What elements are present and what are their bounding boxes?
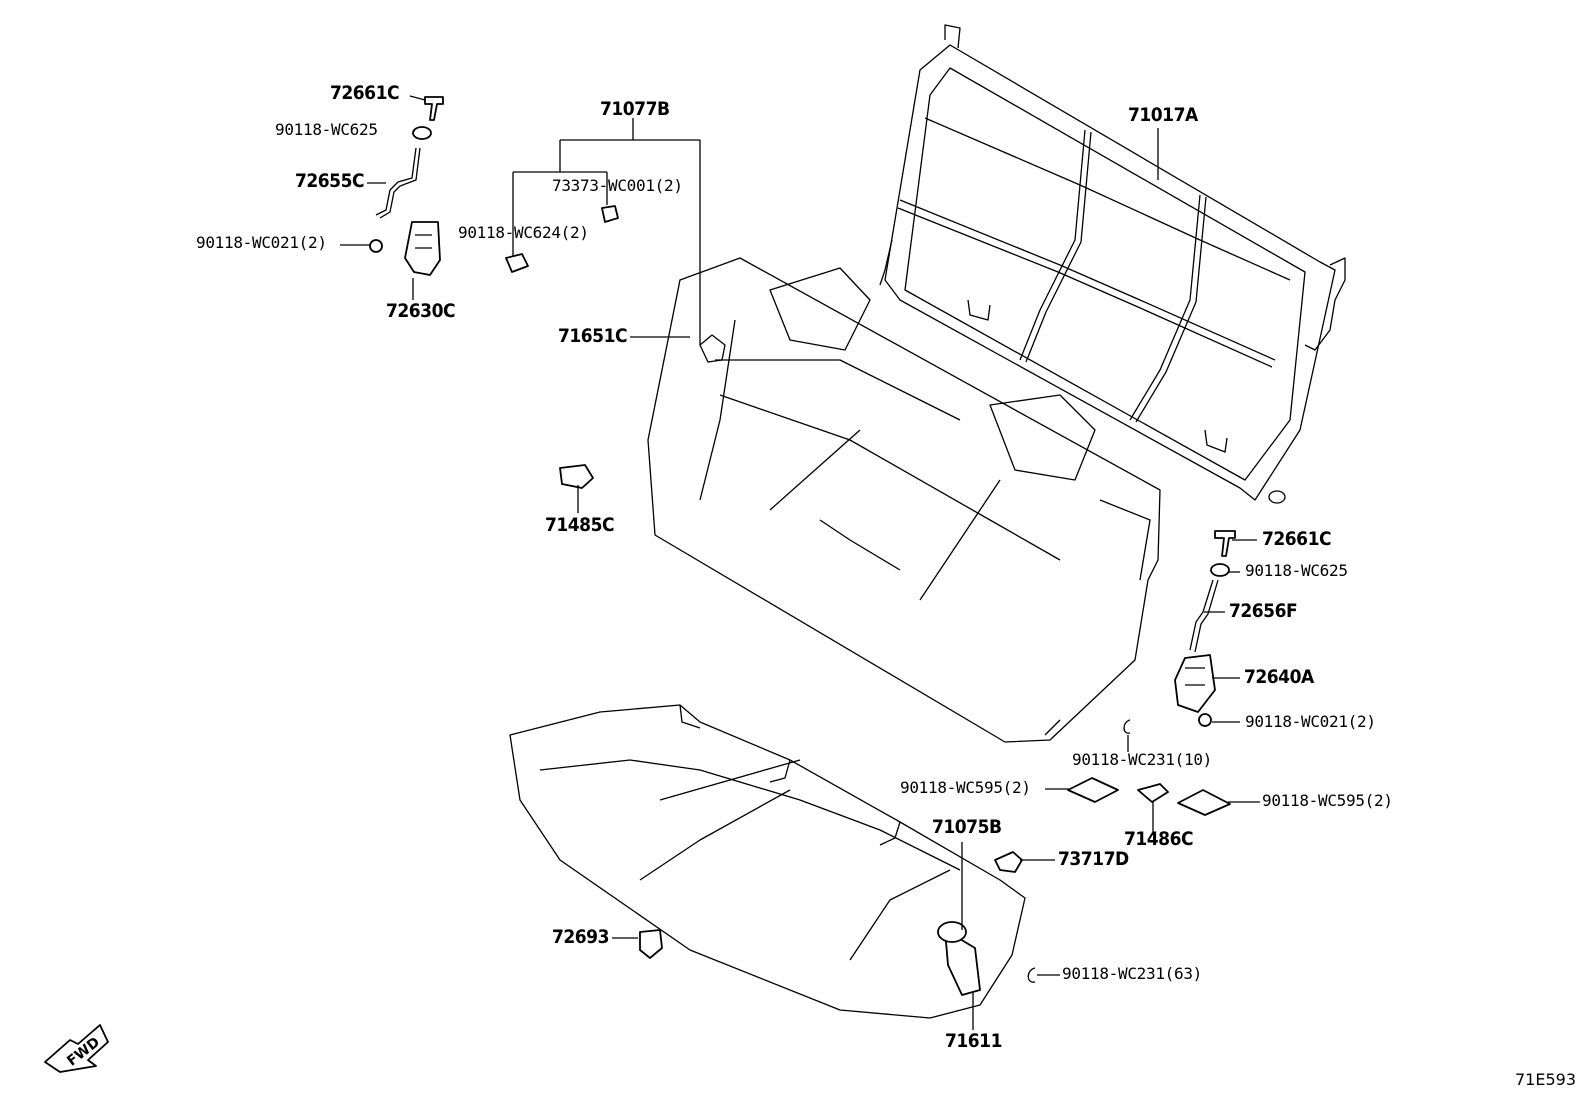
label-71017a: 71017A	[1128, 104, 1198, 126]
seatback-cushion	[647, 257, 1161, 743]
pad-wc595-right	[1177, 789, 1231, 816]
label-71485c: 71485C	[545, 514, 615, 536]
label-90118-wc624: 90118-WC624(2)	[458, 223, 589, 242]
bolt-wc021-right	[1198, 713, 1212, 727]
label-71075b: 71075B	[932, 816, 1002, 838]
pad-wc595-left	[1067, 777, 1119, 803]
label-73717d: 73717D	[1058, 848, 1129, 870]
label-71611: 71611	[945, 1030, 1002, 1052]
clip-73373	[601, 205, 619, 223]
label-90118-wc021-right: 90118-WC021(2)	[1245, 712, 1376, 731]
seatback-frame	[879, 24, 1346, 504]
clip-73717d	[994, 851, 1023, 873]
label-71077b: 71077B	[600, 98, 670, 120]
cable-72656f	[1189, 579, 1214, 651]
cover-71485c	[559, 464, 594, 489]
label-90118-wc595-left: 90118-WC595(2)	[900, 778, 1031, 797]
label-72661c-right: 72661C	[1262, 528, 1332, 550]
knob-left	[424, 96, 444, 121]
seat-cushion	[509, 704, 1026, 1019]
clip-wc625-left	[412, 126, 432, 140]
clip-wc231-10	[1123, 719, 1131, 734]
fastener-72693	[639, 929, 663, 959]
cable-72655c	[375, 147, 417, 216]
label-72630c: 72630C	[386, 300, 456, 322]
label-90118-wc021-left: 90118-WC021(2)	[196, 233, 327, 252]
sleeve-wc624	[505, 253, 529, 273]
label-71486c: 71486C	[1124, 828, 1194, 850]
label-72693: 72693	[552, 926, 609, 948]
knob-right	[1214, 530, 1236, 557]
clip-wc625-right	[1210, 563, 1230, 577]
label-72661c-left: 72661C	[330, 82, 400, 104]
label-72640a: 72640A	[1244, 666, 1314, 688]
clip-wc231-63	[1027, 967, 1036, 983]
label-90118-wc625-right: 90118-WC625	[1245, 561, 1348, 580]
bolt-wc021-left	[369, 239, 383, 253]
fwd-arrow-icon: FWD	[44, 1024, 109, 1073]
label-73373-wc001: 73373-WC001(2)	[552, 176, 683, 195]
cover-71486c	[1137, 783, 1169, 803]
label-90118-wc231-10: 90118-WC231(10)	[1072, 750, 1212, 769]
label-71651c: 71651C	[558, 325, 628, 347]
label-90118-wc595-right: 90118-WC595(2)	[1262, 791, 1393, 810]
label-72656f: 72656F	[1229, 600, 1298, 622]
diagram-code: 71E593	[1514, 1070, 1576, 1089]
leader-lines	[340, 95, 1260, 1030]
seat-hinge-parts	[937, 921, 981, 996]
label-90118-wc625-left: 90118-WC625	[275, 120, 378, 139]
latch-72640a	[1174, 654, 1216, 713]
label-90118-wc231-63: 90118-WC231(63)	[1062, 964, 1202, 983]
label-72655c: 72655C	[295, 170, 365, 192]
